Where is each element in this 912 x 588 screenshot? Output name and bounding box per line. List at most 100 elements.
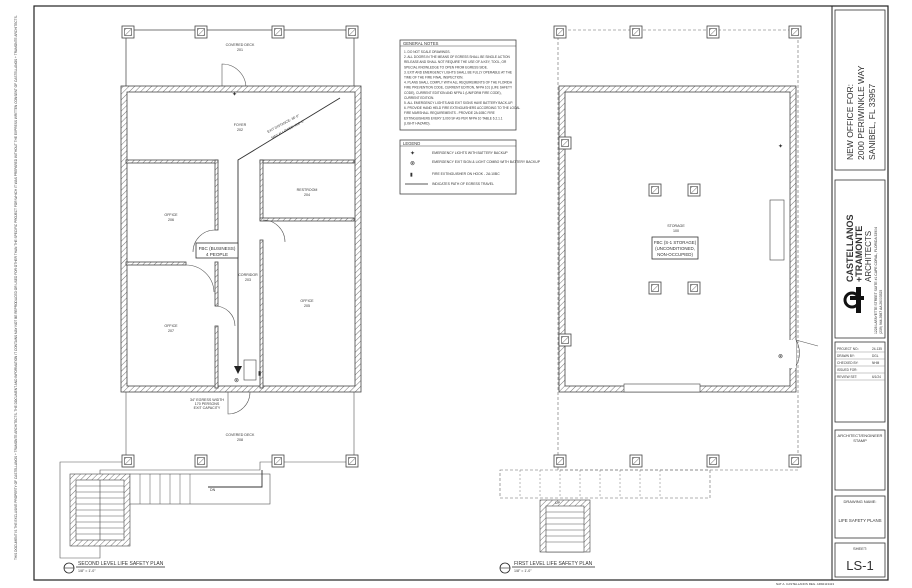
room-label-restroom: RESTROOM bbox=[297, 188, 318, 192]
general-note-line: 2. ALL DOORS IN THE MEANS OF EGRESS SHAL… bbox=[404, 55, 511, 59]
room-label-covered-deck: COVERED DECK bbox=[226, 43, 255, 47]
stair-up-label: UP bbox=[555, 501, 561, 505]
firm-contact: (239) 944-3987 AA 26003525 bbox=[879, 290, 883, 334]
fire-extinguisher-icon: ▮ bbox=[258, 371, 261, 377]
general-note-line: TIME OF THE FIRE FINAL INSPECTION. bbox=[404, 76, 463, 80]
general-note-line: SPECIAL KNOWLEDGE TO OPEN FROM EGRESS SI… bbox=[404, 65, 488, 69]
occupancy-box bbox=[651, 236, 699, 260]
general-note-line: CURRENT EDITION. bbox=[404, 96, 434, 100]
room-label-office: OFFICE bbox=[300, 299, 314, 303]
firm-logo-icon bbox=[843, 287, 864, 313]
info-row-label: DRAWN BY: bbox=[837, 354, 855, 358]
room-number: 203 bbox=[245, 278, 251, 282]
room-label-covered-deck: COVERED DECK bbox=[226, 433, 255, 437]
exit-sign-icon: ⊗ bbox=[778, 354, 783, 360]
general-notes-title: GENERAL NOTES bbox=[403, 41, 439, 46]
drawing-name-label: DRAWING NAME: bbox=[844, 499, 877, 504]
legend-item: INDICATES PATH OF EGRESS TRAVEL bbox=[432, 182, 494, 186]
sheet-label: SHEET: bbox=[853, 546, 867, 551]
general-note-line: CODE), CURRENT EDITION AND NFPA 1 (UNIFO… bbox=[404, 91, 502, 95]
general-notes: GENERAL NOTES 1. DO NOT SCALE DRAWINGS.2… bbox=[399, 39, 520, 131]
sheet-border bbox=[33, 5, 889, 581]
room-label-office: OFFICE bbox=[164, 213, 178, 217]
info-row-value: 24-135 bbox=[872, 347, 882, 351]
general-note-line: 1. DO NOT SCALE DRAWINGS. bbox=[404, 50, 451, 54]
legend-item: FIRE EXTINGUISHER ON HOOK - 2A:10BC bbox=[432, 172, 500, 176]
project-info bbox=[834, 9, 886, 171]
general-note-line: 6. PROVIDE HAND HELD FIRE EXTINGUISHERS … bbox=[404, 106, 520, 110]
covered-deck-top bbox=[125, 29, 355, 89]
info-row-label: ISSUED FOR: bbox=[837, 368, 857, 372]
room-number: 201 bbox=[237, 48, 243, 52]
occupancy-note: (UNCONDITIONED, bbox=[655, 246, 695, 251]
room-label-foyer: FOYER bbox=[234, 123, 247, 127]
sheet-box bbox=[834, 542, 886, 578]
general-note-line: RELEASE AND SHALL NOT REQUIRE THE USE OF… bbox=[404, 60, 507, 64]
info-row-value: NHM bbox=[872, 361, 880, 365]
title-block: NEW OFFICE FOR: 2000 PERIWINKLE WAY SANI… bbox=[776, 9, 886, 586]
occupancy-load: 4 PEOPLE bbox=[206, 252, 228, 257]
room-number: 207 bbox=[168, 329, 174, 333]
general-note-line: 3. EXIT AND EMERGENCY LIGHTS SHALL BE FU… bbox=[404, 70, 512, 74]
general-note-line: EXTINGUISHERS EVERY 3,000 SF AS PER NFPA… bbox=[404, 116, 503, 120]
general-note-line: FIRE PREVENTION CODE, CURRENT EDITION, N… bbox=[404, 86, 513, 90]
stair: DN bbox=[69, 470, 271, 547]
plan-scale: 1/8" = 1'-0" bbox=[514, 569, 532, 573]
exit-sign-icon: ⊗ bbox=[234, 378, 239, 384]
general-note-line: FIRE MARSHALL REQUIREMENTS - PROVIDE 2A:… bbox=[404, 111, 495, 115]
info-row-label: PROJECT NO.: bbox=[837, 347, 859, 351]
emergency-light-icon: ✦ bbox=[410, 150, 415, 157]
project-data-table bbox=[834, 341, 886, 423]
room-number: 208 bbox=[237, 438, 243, 442]
project-city: SANIBEL, FL 33957 bbox=[867, 83, 877, 160]
room-label-corridor: CORRIDOR bbox=[238, 273, 258, 277]
room-number: 206 bbox=[168, 218, 174, 222]
drawing-name-box bbox=[834, 495, 886, 539]
second-level-plan: COVERED DECK 201 FOYER 202 EXIT DISTANCE… bbox=[59, 25, 362, 574]
stamp-box bbox=[834, 429, 886, 491]
plan-scale: 1/8" = 1'-0" bbox=[78, 569, 96, 573]
legend-item: EMERGENCY EXIT SIGN & LIGHT COMBO WITH B… bbox=[432, 160, 541, 164]
general-note-line: 5. ALL EMERGENCY LIGHTS AND EXIT SIGNS H… bbox=[404, 101, 513, 105]
room-number: 100 bbox=[673, 229, 679, 233]
info-row-value: DGL bbox=[872, 354, 879, 358]
plan-title-first-level: FIRST LEVEL LIFE SAFETY PLAN bbox=[514, 561, 593, 567]
emergency-light-icon: ✦ bbox=[778, 143, 783, 150]
interior-wall bbox=[125, 159, 219, 164]
firm-name: +TRAMONTE bbox=[854, 226, 864, 282]
firm-name: CASTELLANOS bbox=[845, 215, 855, 283]
drawing-name: LIFE SAFETY PLANS bbox=[838, 518, 881, 523]
room-number: 204 bbox=[304, 193, 310, 197]
general-note-line: (LIGHT HAZARD). bbox=[404, 121, 430, 125]
sheet-number: LS-1 bbox=[846, 558, 873, 573]
occupancy-type: FBC (S-1 STORAGE) bbox=[654, 240, 697, 245]
legend: LEGEND ✦ EMERGENCY LIGHTS WITH BATTERY B… bbox=[399, 139, 541, 195]
general-note-line: 4. PLANS SHALL COMPLY WITH ALL REQUIREME… bbox=[404, 81, 513, 85]
stair: UP bbox=[539, 499, 591, 553]
firm-address: 1228 LAFAYETTE STREET SUITE #1 CAPE CORA… bbox=[874, 227, 878, 334]
room-label-office: OFFICE bbox=[164, 324, 178, 328]
fire-extinguisher-icon: ▮ bbox=[410, 172, 413, 178]
occupancy-type: FBC (BUSINESS) bbox=[199, 246, 236, 251]
side-note: THIS DOCUMENT IS THE EXCLUSIVE PROPERTY … bbox=[14, 15, 18, 560]
info-row-label: REVIEW SET: bbox=[837, 375, 857, 379]
occupancy-note: NON-OCCUPIED) bbox=[657, 252, 693, 257]
occupancy-box bbox=[195, 242, 239, 259]
room-label-storage: STORAGE bbox=[667, 224, 685, 228]
emergency-light-icon: ✦ bbox=[232, 91, 237, 98]
signature-line: NAT A. CASTELLANOS REG. AR92113413 bbox=[776, 582, 834, 586]
legend-title: LEGEND bbox=[403, 141, 420, 146]
project-title: NEW OFFICE FOR: bbox=[845, 84, 855, 160]
egress-capacity: EXIT CAPACITY bbox=[194, 406, 221, 410]
egress-width-label: 34" EGRESS WIDTH bbox=[190, 398, 224, 402]
firm-name: ARCHITECTS bbox=[864, 231, 873, 282]
egress-persons: 170 PERSONS bbox=[195, 402, 220, 406]
room-number: 205 bbox=[304, 304, 310, 308]
egress-path bbox=[237, 97, 341, 370]
legend-item: EMERGENCY LIGHTS WITH BATTERY BACKUP bbox=[432, 151, 508, 155]
project-address: 2000 PERIWINKLE WAY bbox=[856, 65, 866, 160]
info-row-label: CHECKED BY: bbox=[837, 361, 859, 365]
plan-title-second-level: SECOND LEVEL LIFE SAFETY PLAN bbox=[78, 561, 164, 567]
stamp-label: ARCHITECT/ENGINEER bbox=[838, 433, 883, 438]
